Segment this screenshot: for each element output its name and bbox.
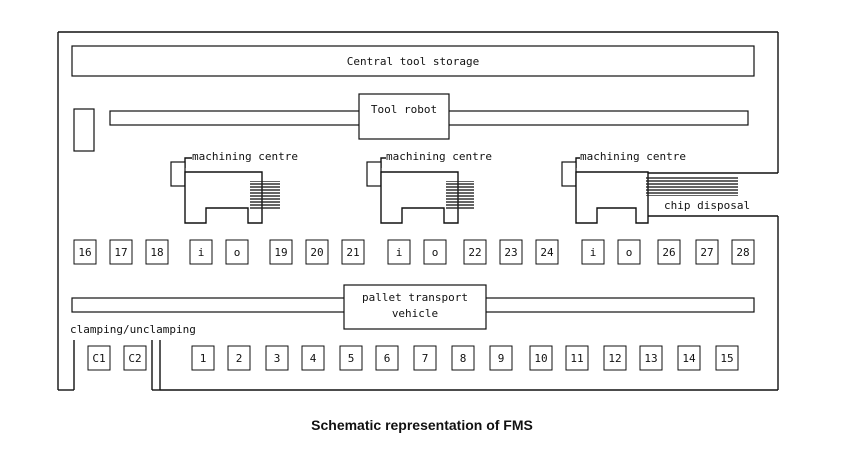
station-box [657, 239, 681, 265]
machining-centre-1: machining centre [170, 150, 298, 224]
station-box [109, 239, 133, 265]
chip-disposal-label: chip disposal [664, 199, 750, 212]
station-box [581, 239, 605, 265]
station-label: 28 [736, 246, 749, 259]
station-label: 14 [682, 352, 696, 365]
station-label: 1 [200, 352, 207, 365]
station-box [499, 239, 523, 265]
station-box [87, 345, 111, 371]
pallet-transport-label-line2: vehicle [392, 307, 438, 320]
station-label: 20 [310, 246, 323, 259]
station-label: 24 [540, 246, 554, 259]
pallet-transport-vehicle [343, 284, 487, 330]
station-label: 19 [274, 246, 287, 259]
station-box [731, 239, 755, 265]
station-label: 4 [310, 352, 317, 365]
station-box [413, 345, 437, 371]
station-label: 10 [534, 352, 547, 365]
figure-caption: Schematic representation of FMS [311, 417, 533, 433]
station-box [227, 345, 251, 371]
central-tool-storage-label: Central tool storage [347, 55, 479, 68]
station-box [339, 345, 363, 371]
station-label: 12 [608, 352, 621, 365]
station-label: 13 [644, 352, 657, 365]
station-box [677, 345, 701, 371]
station-label: i [590, 246, 597, 259]
station-label: 15 [720, 352, 733, 365]
station-box [451, 345, 475, 371]
station-box [123, 345, 147, 371]
station-box [489, 345, 513, 371]
machining-centre-3: machining centre [561, 150, 686, 224]
station-label: 21 [346, 246, 359, 259]
station-box [603, 345, 627, 371]
station-box [535, 239, 559, 265]
machining-centre-2: machining centre [366, 150, 492, 224]
chip-disposal-conveyor [646, 176, 738, 196]
station-box [341, 239, 365, 265]
station-box [463, 239, 487, 265]
station-label: i [396, 246, 403, 259]
pallet-transport-label-line1: pallet transport [362, 291, 468, 304]
tool-robot-label: Tool robot [371, 103, 437, 116]
tool-loading-station [73, 108, 95, 152]
outer-boundary [57, 31, 779, 391]
station-label: 7 [422, 352, 429, 365]
station-label: 27 [700, 246, 713, 259]
station-label: o [234, 246, 241, 259]
station-box [375, 345, 399, 371]
middle-row-stations: 16 17 18 i o 19 20 21 i o 22 23 24 i o 26 27 28 [73, 239, 755, 265]
station-label: 17 [114, 246, 127, 259]
machining-centre-label: machining centre [386, 150, 492, 163]
station-label: o [432, 246, 439, 259]
central-tool-storage [71, 45, 755, 77]
station-label: i [198, 246, 205, 259]
station-box [565, 345, 589, 371]
station-label: 6 [384, 352, 391, 365]
station-label: 26 [662, 246, 675, 259]
station-box [617, 239, 641, 265]
station-label: 8 [460, 352, 467, 365]
station-label: 16 [78, 246, 91, 259]
station-box [225, 239, 249, 265]
station-label: 22 [468, 246, 481, 259]
station-box [269, 239, 293, 265]
station-label: C2 [128, 352, 141, 365]
station-box [191, 345, 215, 371]
station-label: C1 [92, 352, 105, 365]
station-box [423, 239, 447, 265]
station-label: 18 [150, 246, 163, 259]
station-label: 11 [570, 352, 583, 365]
station-label: 5 [348, 352, 355, 365]
station-box [639, 345, 663, 371]
machining-centre-label: machining centre [580, 150, 686, 163]
station-label: 23 [504, 246, 517, 259]
station-label: 2 [236, 352, 243, 365]
station-box [265, 345, 289, 371]
clamping-label: clamping/unclamping [70, 323, 196, 336]
station-label: 9 [498, 352, 505, 365]
station-box [695, 239, 719, 265]
station-box [145, 239, 169, 265]
station-box [189, 239, 213, 265]
station-box [305, 239, 329, 265]
station-box [301, 345, 325, 371]
machining-centre-label: machining centre [192, 150, 298, 163]
tool-robot [358, 93, 450, 140]
station-box [73, 239, 97, 265]
station-label: 3 [274, 352, 281, 365]
station-box [529, 345, 553, 371]
station-box [387, 239, 411, 265]
station-box [715, 345, 739, 371]
station-label: o [626, 246, 633, 259]
